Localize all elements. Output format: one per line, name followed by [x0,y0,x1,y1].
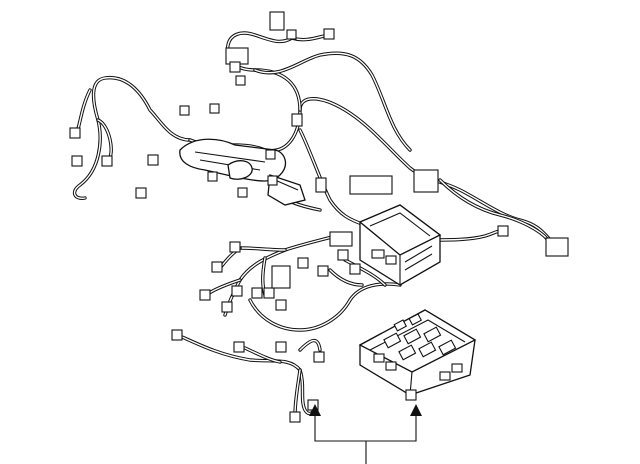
callout-arrowhead-left [309,404,321,416]
connector [269,11,285,31]
connector [271,265,291,289]
connector [291,113,303,127]
connector [275,299,287,311]
harness-connectors [69,11,569,423]
connector [209,103,220,114]
connector [235,75,246,86]
connector [135,187,147,199]
connector [199,289,211,301]
connector [297,257,309,269]
fuse-slot [403,328,422,345]
connector [147,154,159,166]
fuse-slot [438,339,457,356]
junction-block-upper [358,204,442,286]
connector [275,341,287,353]
connector [211,261,223,273]
connector [101,155,113,167]
module-terminal [371,249,385,259]
relay-block [349,175,393,195]
connector [329,231,353,247]
connector [315,177,327,193]
connector [267,175,278,186]
module-terminal [385,255,397,265]
connector [289,411,301,423]
connector [263,287,275,299]
connector [313,351,325,363]
callout-arrowhead-right [410,404,422,416]
connector [69,127,81,139]
fuse-slot [385,361,397,371]
callout-leader [309,404,422,464]
connector [207,171,218,182]
connector [229,61,241,73]
connector [231,285,243,297]
connector [171,329,183,341]
connector [545,237,569,257]
connector [497,225,509,237]
fuse-slot [408,313,423,326]
fuse-slot [373,353,385,363]
connector [221,301,233,313]
fuse-slot [398,344,417,361]
connector [237,187,248,198]
connector [251,287,263,299]
connector [229,241,241,253]
mounting-tab [405,389,417,401]
connector [413,169,439,193]
connector [286,29,297,40]
connector [349,263,361,275]
fuse-slot [451,363,463,373]
connector [265,149,276,160]
fuse-slot [439,371,451,381]
fuse-slot [423,326,442,343]
connector [317,265,329,277]
connector [233,341,245,353]
fuse-box-lower [358,309,477,401]
fuse-slot [383,332,402,349]
connector [337,249,349,261]
connector [179,105,190,116]
fuse-slot [418,341,437,358]
connector [323,28,335,40]
fuse-slot [393,319,408,332]
connector [71,155,83,167]
